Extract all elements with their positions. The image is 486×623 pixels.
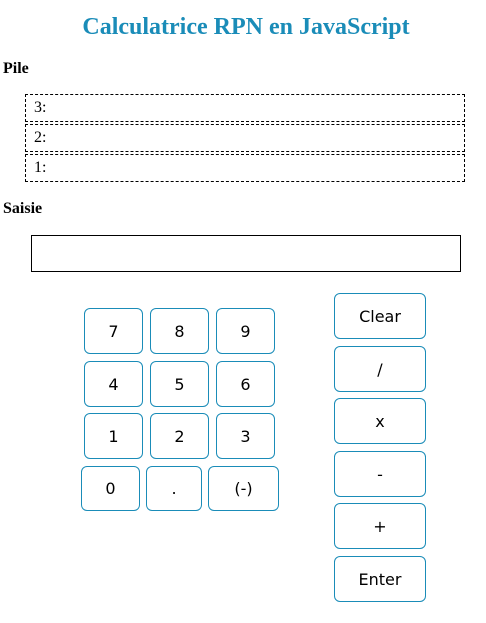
stack-heading: Pile xyxy=(3,60,29,77)
entry-heading: Saisie xyxy=(3,200,43,217)
clear-button[interactable]: Clear xyxy=(334,293,426,339)
stack-row-3: 3: xyxy=(25,94,465,122)
stack-row-1: 1: xyxy=(25,154,465,182)
page-title: Calculatrice RPN en JavaScript xyxy=(82,14,410,40)
subtract-button[interactable]: - xyxy=(334,451,426,497)
key-4-button[interactable]: 4 xyxy=(84,361,143,407)
key-3-button[interactable]: 3 xyxy=(216,413,275,459)
key-7-button[interactable]: 7 xyxy=(84,308,143,354)
decimal-point-button[interactable]: . xyxy=(146,466,202,511)
multiply-button[interactable]: x xyxy=(334,398,426,444)
key-1-button[interactable]: 1 xyxy=(84,413,143,459)
add-button[interactable]: + xyxy=(334,503,426,549)
stack-row-2: 2: xyxy=(25,124,465,152)
key-6-button[interactable]: 6 xyxy=(216,361,275,407)
stack-row-label: 3: xyxy=(34,99,47,116)
key-9-button[interactable]: 9 xyxy=(216,308,275,354)
enter-button[interactable]: Enter xyxy=(334,556,426,602)
stack-row-label: 1: xyxy=(34,159,47,176)
key-2-button[interactable]: 2 xyxy=(150,413,209,459)
key-8-button[interactable]: 8 xyxy=(150,308,209,354)
entry-input[interactable] xyxy=(31,235,461,272)
divide-button[interactable]: / xyxy=(334,346,426,392)
stack-row-label: 2: xyxy=(34,129,47,146)
negate-button[interactable]: (-) xyxy=(208,466,279,511)
key-0-button[interactable]: 0 xyxy=(81,466,140,511)
key-5-button[interactable]: 5 xyxy=(150,361,209,407)
